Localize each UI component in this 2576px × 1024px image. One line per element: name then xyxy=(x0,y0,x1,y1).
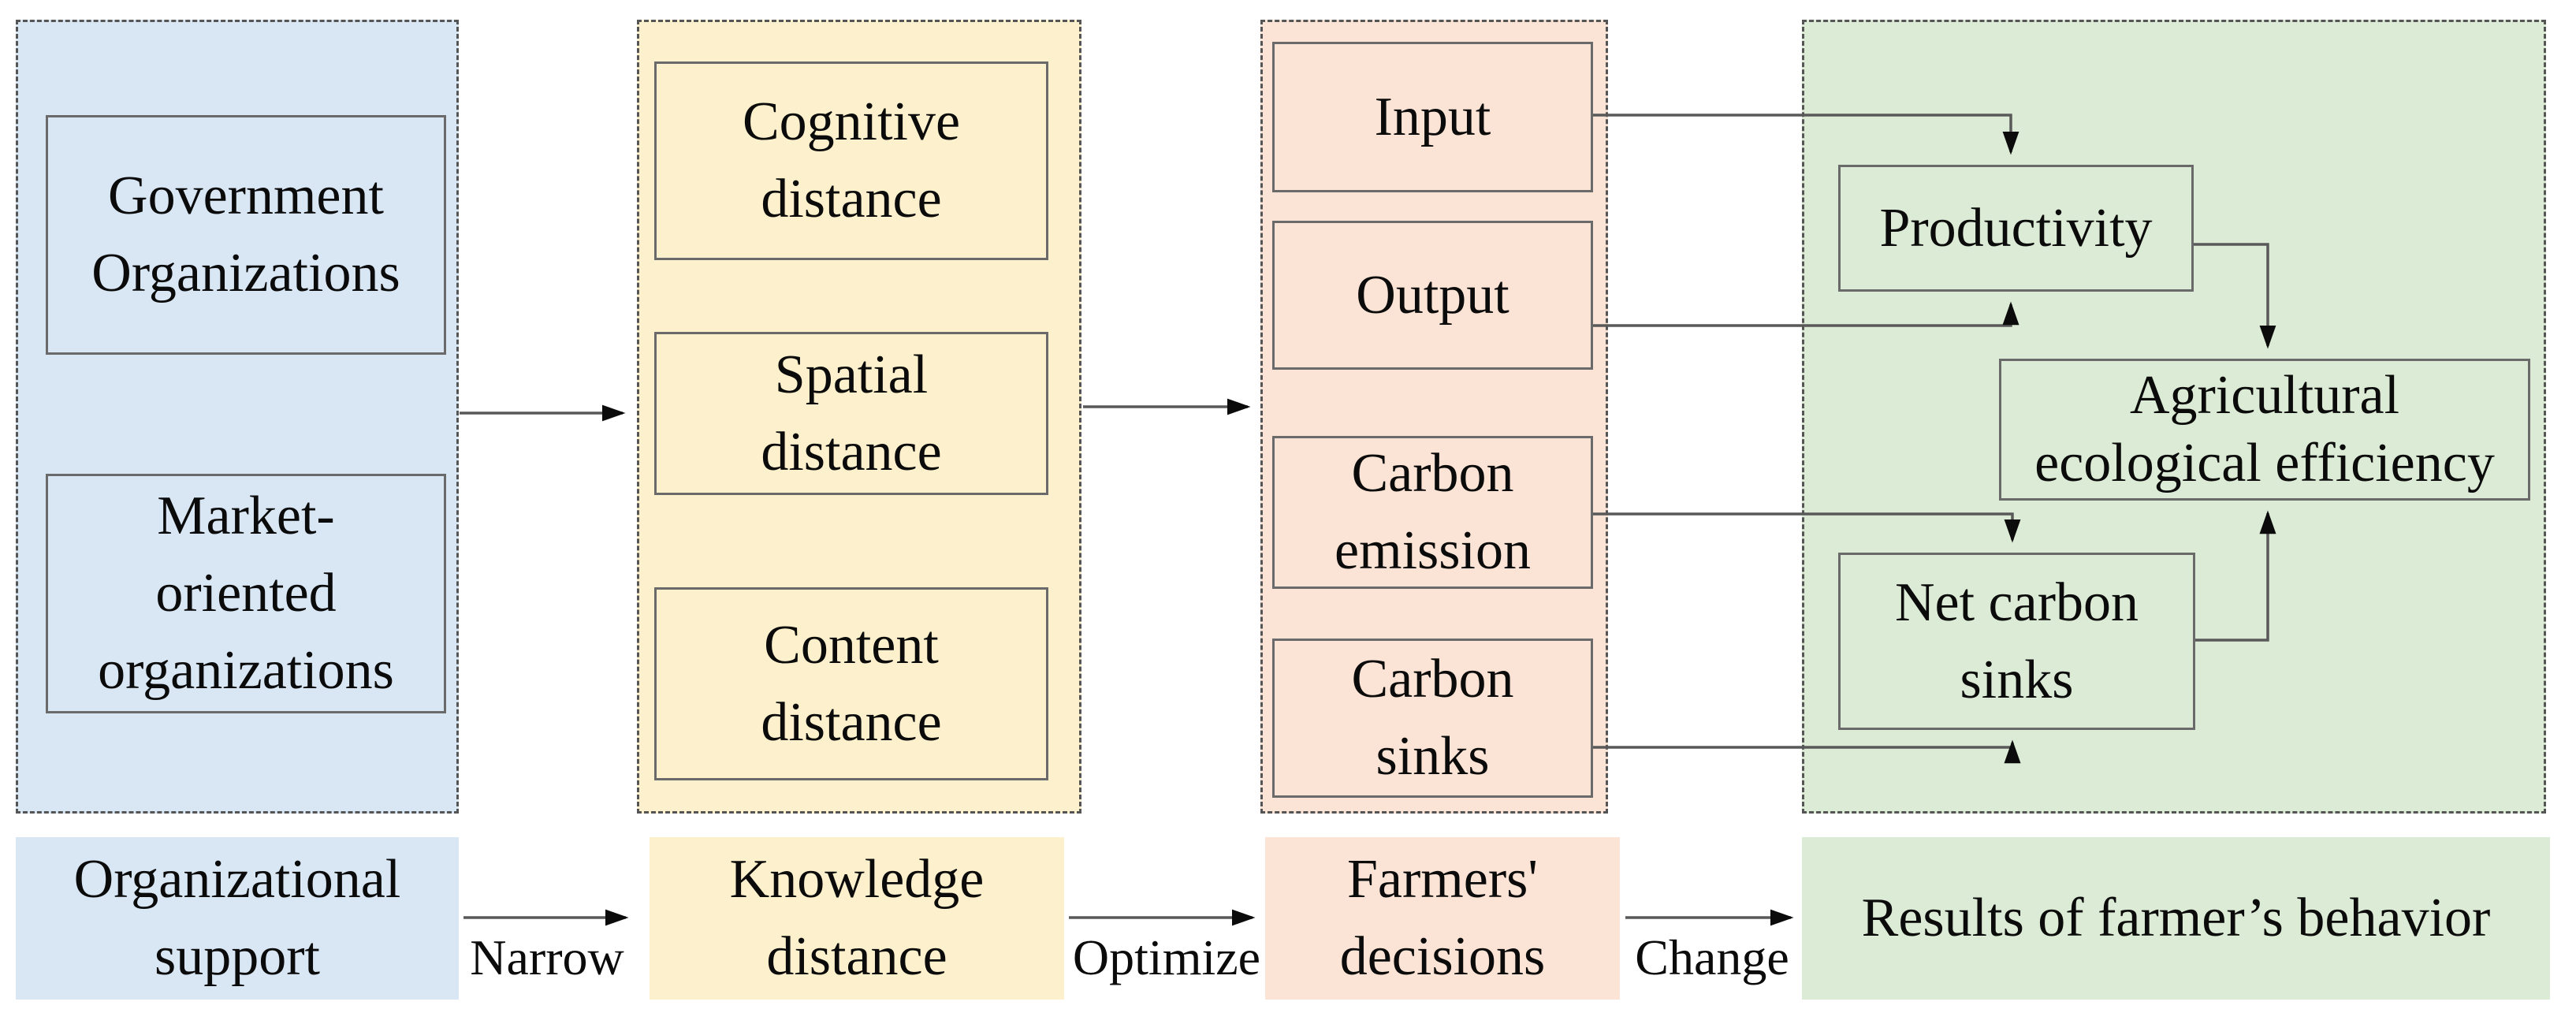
relation-text: Change xyxy=(1635,929,1789,985)
box-label: Net carbon sinks xyxy=(1894,572,2139,710)
box-output: Output xyxy=(1272,221,1593,370)
relation-label-optimize: Optimize xyxy=(1070,930,1263,985)
box-market-oriented-organizations: Market- oriented organizations xyxy=(46,474,446,713)
box-label: Output xyxy=(1356,264,1509,326)
footer-knowledge-distance: Knowledge distance xyxy=(650,837,1064,1000)
box-label: Agricultural ecological efficiency xyxy=(2034,365,2495,493)
box-label: Content distance xyxy=(761,614,942,753)
footer-label: Farmers' decisions xyxy=(1339,849,1546,987)
box-government-organizations: Government Organizations xyxy=(46,115,446,355)
relation-label-narrow: Narrow xyxy=(460,930,634,985)
box-agricultural-ecological-efficiency: Agricultural ecological efficiency xyxy=(1999,359,2530,501)
footer-label: Results of farmer’s behavior xyxy=(1861,888,2491,948)
box-label: Input xyxy=(1374,86,1491,147)
box-net-carbon-sinks: Net carbon sinks xyxy=(1838,553,2195,730)
footer-results-of-farmers-behavior: Results of farmer’s behavior xyxy=(1802,837,2550,1000)
box-carbon-emission: Carbon emission xyxy=(1272,436,1593,589)
box-label: Productivity xyxy=(1879,197,2153,259)
footer-label: Organizational support xyxy=(73,849,401,987)
box-content-distance: Content distance xyxy=(654,587,1048,780)
box-label: Government Organizations xyxy=(91,166,400,303)
box-cognitive-distance: Cognitive distance xyxy=(654,61,1048,260)
box-spatial-distance: Spatial distance xyxy=(654,332,1048,495)
relation-text: Optimize xyxy=(1072,929,1261,985)
relation-label-change: Change xyxy=(1625,930,1799,985)
box-label: Carbon emission xyxy=(1335,443,1531,581)
box-carbon-sinks: Carbon sinks xyxy=(1272,639,1593,798)
relation-text: Narrow xyxy=(470,929,624,985)
box-label: Carbon sinks xyxy=(1351,649,1514,787)
box-input: Input xyxy=(1272,42,1593,192)
box-label: Market- oriented organizations xyxy=(98,486,394,701)
box-label: Cognitive distance xyxy=(742,91,961,229)
footer-organizational-support: Organizational support xyxy=(16,837,459,1000)
footer-label: Knowledge distance xyxy=(729,849,985,987)
box-productivity: Productivity xyxy=(1838,165,2194,292)
footer-farmers-decisions: Farmers' decisions xyxy=(1265,837,1620,1000)
box-label: Spatial distance xyxy=(761,344,942,482)
